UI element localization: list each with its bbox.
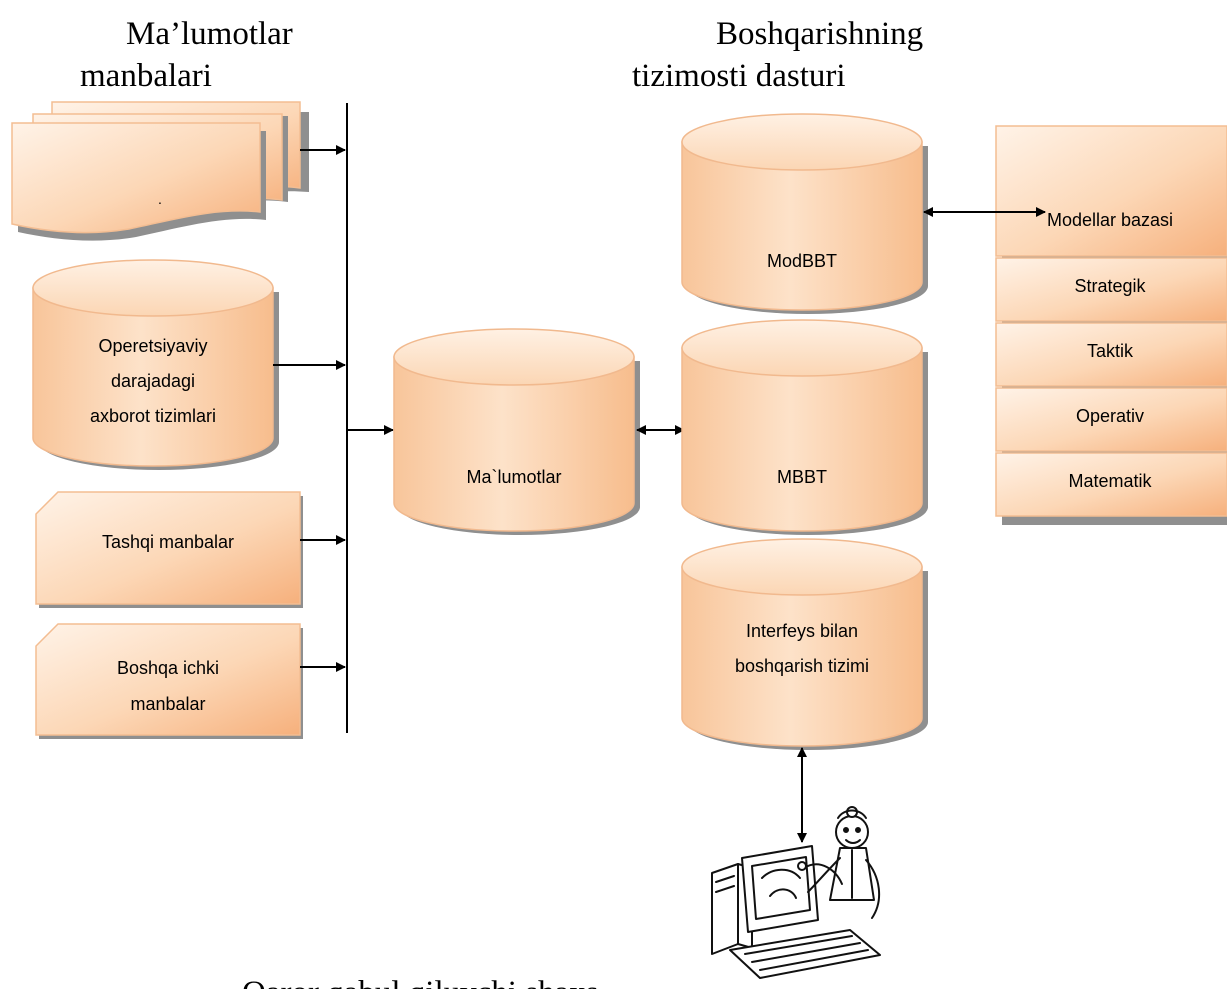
- title-sources-line1: Ma’lumotlar: [126, 16, 293, 52]
- models-header-box: [995, 125, 1227, 257]
- operational-is-label-2: darajadagi: [111, 371, 195, 391]
- models-item-operativ: Operativ: [1076, 406, 1144, 426]
- operational-is-label-3: axborot tizimlari: [90, 406, 216, 426]
- internal-sources-label-2: manbalar: [130, 694, 205, 714]
- decision-maker-label: Qaror qabul qiluvchi shaxs: [242, 975, 599, 989]
- internal-sources-shape: [35, 623, 303, 739]
- modbbt-label: ModBBT: [767, 251, 837, 271]
- models-item-box: [995, 387, 1227, 452]
- person-at-computer-icon: [711, 806, 881, 979]
- title-control-line2: tizimosti dasturi: [632, 58, 846, 94]
- models-item-box: [995, 257, 1227, 322]
- operational-is-cylinder: [32, 259, 279, 470]
- mbbt-cylinder: [681, 319, 928, 535]
- data-cylinder: [393, 328, 640, 535]
- models-item-taktik: Taktik: [1087, 341, 1134, 361]
- data-cylinder-label: Ma`lumotlar: [466, 467, 561, 487]
- models-header-label: Modellar bazasi: [1047, 210, 1173, 230]
- models-item-box: [995, 452, 1227, 517]
- models-item-matematik: Matematik: [1068, 471, 1152, 491]
- operational-is-label-1: Operetsiyaviy: [98, 336, 207, 356]
- interface-cylinder: [681, 538, 928, 750]
- title-control-line1: Boshqarishning: [716, 16, 923, 52]
- models-base-panel: [995, 125, 1227, 525]
- models-item-strategik: Strategik: [1074, 276, 1146, 296]
- modbbt-cylinder: [681, 113, 928, 314]
- models-item-box: [995, 322, 1227, 387]
- mbbt-label: MBBT: [777, 467, 827, 487]
- title-sources-line2: manbalari: [80, 58, 212, 94]
- external-sources-shape: [35, 491, 303, 608]
- interface-label-1: Interfeys bilan: [746, 621, 858, 641]
- documents-source-shape: [11, 101, 309, 241]
- external-sources-label: Tashqi manbalar: [102, 532, 234, 552]
- internal-sources-label-1: Boshqa ichki: [117, 658, 219, 678]
- documents-source-label: .: [158, 191, 162, 207]
- interface-label-2: boshqarish tizimi: [735, 656, 869, 676]
